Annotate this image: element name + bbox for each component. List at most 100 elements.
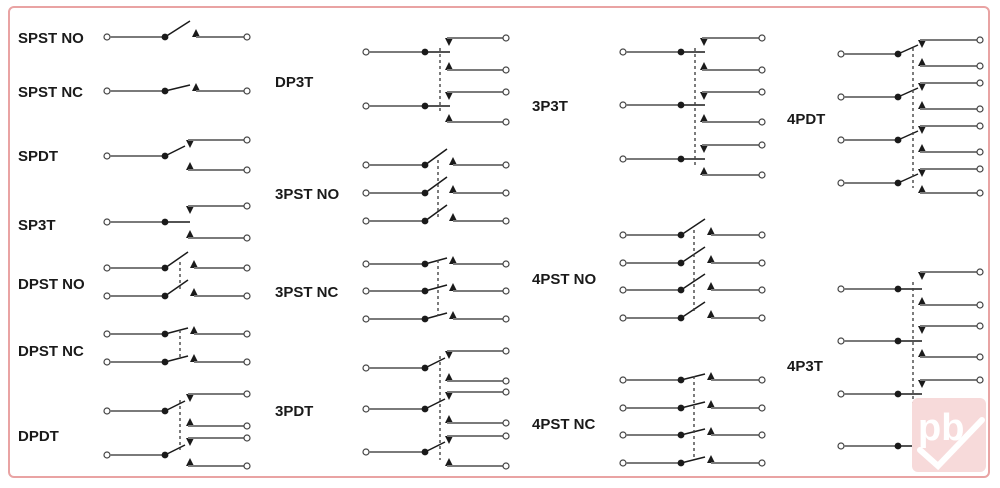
terminal xyxy=(976,105,984,113)
contact-down xyxy=(186,438,194,446)
terminal xyxy=(243,434,251,442)
switch-lever xyxy=(164,327,189,335)
terminal xyxy=(758,286,766,294)
terminal xyxy=(837,50,845,58)
watermark-badge xyxy=(912,398,986,472)
label-spdt: SPDT xyxy=(18,148,58,165)
terminal xyxy=(837,93,845,101)
terminal xyxy=(502,161,510,169)
pb-watermark-logo: pb xyxy=(912,398,986,472)
switch-lever xyxy=(897,173,919,184)
terminal xyxy=(362,405,370,413)
terminal xyxy=(837,337,845,345)
terminal xyxy=(758,171,766,179)
label-4p3t: 4P3T xyxy=(787,358,823,375)
terminal xyxy=(103,358,111,366)
terminal xyxy=(362,260,370,268)
terminal xyxy=(502,34,510,42)
terminal xyxy=(758,118,766,126)
terminal xyxy=(976,189,984,197)
terminal xyxy=(362,217,370,225)
terminal xyxy=(103,87,111,95)
contact-up xyxy=(918,101,926,109)
switch-lever xyxy=(424,176,448,194)
terminal xyxy=(619,459,627,467)
contact-up xyxy=(707,372,715,380)
contact-down xyxy=(445,38,453,46)
terminal xyxy=(619,259,627,267)
terminal xyxy=(837,179,845,187)
contact-up xyxy=(918,144,926,152)
label-dp3t: DP3T xyxy=(275,74,313,91)
label-3pst-no: 3PST NO xyxy=(275,186,340,203)
contact-up xyxy=(445,114,453,122)
contact-up xyxy=(449,256,457,264)
terminal xyxy=(619,376,627,384)
switch-lever xyxy=(424,441,446,453)
terminal xyxy=(103,264,111,272)
switch-lever xyxy=(680,246,706,264)
watermark-text: pb xyxy=(918,407,964,449)
label-4pst-nc: 4PST NC xyxy=(532,416,596,433)
contact-up xyxy=(918,297,926,305)
terminal xyxy=(243,292,251,300)
contact-up xyxy=(918,185,926,193)
terminal xyxy=(502,377,510,385)
contact-up xyxy=(700,114,708,122)
contact-up xyxy=(445,415,453,423)
switch-lever xyxy=(680,218,706,236)
terminal xyxy=(976,322,984,330)
label-4pdt: 4PDT xyxy=(787,111,825,128)
terminal xyxy=(758,88,766,96)
contact-up xyxy=(186,458,194,466)
contact-down xyxy=(918,83,926,91)
contact-up xyxy=(449,185,457,193)
terminal xyxy=(502,315,510,323)
terminal xyxy=(619,286,627,294)
switch-lever xyxy=(424,257,448,265)
label-3pdt: 3PDT xyxy=(275,403,313,420)
contact-down xyxy=(445,436,453,444)
contact-down xyxy=(918,169,926,177)
contact-up xyxy=(190,260,198,268)
terminal xyxy=(362,448,370,456)
terminal xyxy=(362,48,370,56)
terminal xyxy=(103,292,111,300)
contact-down xyxy=(918,40,926,48)
contact-up xyxy=(445,458,453,466)
switch-lever xyxy=(164,84,191,92)
terminal xyxy=(362,161,370,169)
contact-down xyxy=(918,380,926,388)
switch-lever xyxy=(424,148,448,166)
terminal xyxy=(619,231,627,239)
terminal xyxy=(502,432,510,440)
contact-up xyxy=(190,354,198,362)
contact-up xyxy=(449,311,457,319)
terminal xyxy=(362,364,370,372)
contact-up xyxy=(918,58,926,66)
terminal xyxy=(758,459,766,467)
terminal xyxy=(502,88,510,96)
terminal xyxy=(502,118,510,126)
terminal xyxy=(103,152,111,160)
contact-up xyxy=(190,326,198,334)
terminal xyxy=(976,148,984,156)
switch-lever xyxy=(680,456,706,464)
contact-down xyxy=(700,38,708,46)
terminal xyxy=(758,141,766,149)
terminal xyxy=(243,33,251,41)
contact-up xyxy=(445,373,453,381)
contact-down xyxy=(186,394,194,402)
switch-lever xyxy=(164,400,186,412)
switch-lever xyxy=(424,204,448,222)
terminal xyxy=(976,165,984,173)
terminal xyxy=(758,66,766,74)
terminal xyxy=(362,315,370,323)
terminal xyxy=(243,264,251,272)
terminal xyxy=(362,287,370,295)
contact-up xyxy=(707,400,715,408)
terminal xyxy=(837,390,845,398)
terminal xyxy=(243,166,251,174)
check-icon xyxy=(917,417,985,471)
terminal xyxy=(502,388,510,396)
